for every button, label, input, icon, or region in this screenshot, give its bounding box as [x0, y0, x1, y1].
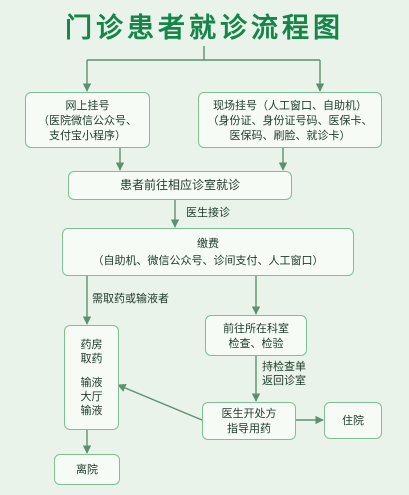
return-label-1: 持检查单 — [262, 360, 306, 373]
leave-box: 离院 — [54, 454, 120, 485]
pharmacy-infusion-box: 药房 取药 输液 大厅 输液 — [64, 325, 119, 430]
infusion-label-2: 大厅 — [80, 389, 103, 403]
prescribe-label-2: 指导用药 — [227, 422, 271, 435]
return-with-results-label: 持检查单 返回诊室 — [262, 360, 306, 388]
payment-box: 缴费 （自助机、微信公众号、诊间支付、人工窗口） — [62, 228, 354, 276]
return-label-2: 返回诊室 — [262, 374, 306, 387]
pharmacy-label-2: 取药 — [80, 351, 103, 365]
need-medicine-label: 需取药或输液者 — [92, 292, 169, 305]
goto-clinic-box: 患者前往相应诊室就诊 — [68, 171, 292, 200]
exam-box: 前往所在科室 检查、检验 — [205, 315, 307, 356]
page-title: 门诊患者就诊流程图 — [65, 13, 344, 44]
exam-label-2: 检查、检验 — [228, 336, 284, 350]
payment-methods: （自助机、微信公众号、诊间支付、人工窗口） — [92, 254, 324, 267]
hospitalize-box: 住院 — [324, 402, 382, 439]
hospitalize-label: 住院 — [342, 414, 364, 427]
onsite-registration-detail-2: 医保码、刷脸、就诊卡） — [229, 128, 351, 142]
exam-label-1: 前往所在科室 — [223, 321, 289, 335]
onsite-registration-box: 现场挂号（人工窗口、自助机） （身份证、身份证号码、医保卡、 医保码、刷脸、就诊… — [198, 92, 382, 148]
doctor-consult-label: 医生接诊 — [186, 206, 230, 219]
online-registration-title: 网上挂号 — [65, 98, 110, 112]
onsite-registration-title: 现场挂号（人工窗口、自助机） — [213, 98, 367, 112]
online-registration-detail-1: （医院微信公众号、 — [38, 113, 137, 127]
prescribe-label-1: 医生开处方 — [221, 407, 277, 420]
infusion-label-3: 输液 — [80, 403, 103, 417]
prescribe-box: 医生开处方 指导用药 — [202, 402, 296, 440]
leave-label: 离院 — [76, 463, 98, 476]
online-registration-detail-2: 支付宝小程序） — [49, 128, 126, 142]
goto-clinic-label: 患者前往相应诊室就诊 — [119, 178, 240, 192]
online-registration-box: 网上挂号 （医院微信公众号、 支付宝小程序） — [25, 92, 150, 148]
payment-title: 缴费 — [197, 237, 219, 250]
onsite-registration-detail-1: （身份证、身份证号码、医保卡、 — [207, 113, 373, 127]
infusion-label-1: 输液 — [80, 375, 103, 389]
arrow-prescribe-to-pharmacy — [117, 384, 203, 421]
pharmacy-label-1: 药房 — [80, 337, 103, 351]
